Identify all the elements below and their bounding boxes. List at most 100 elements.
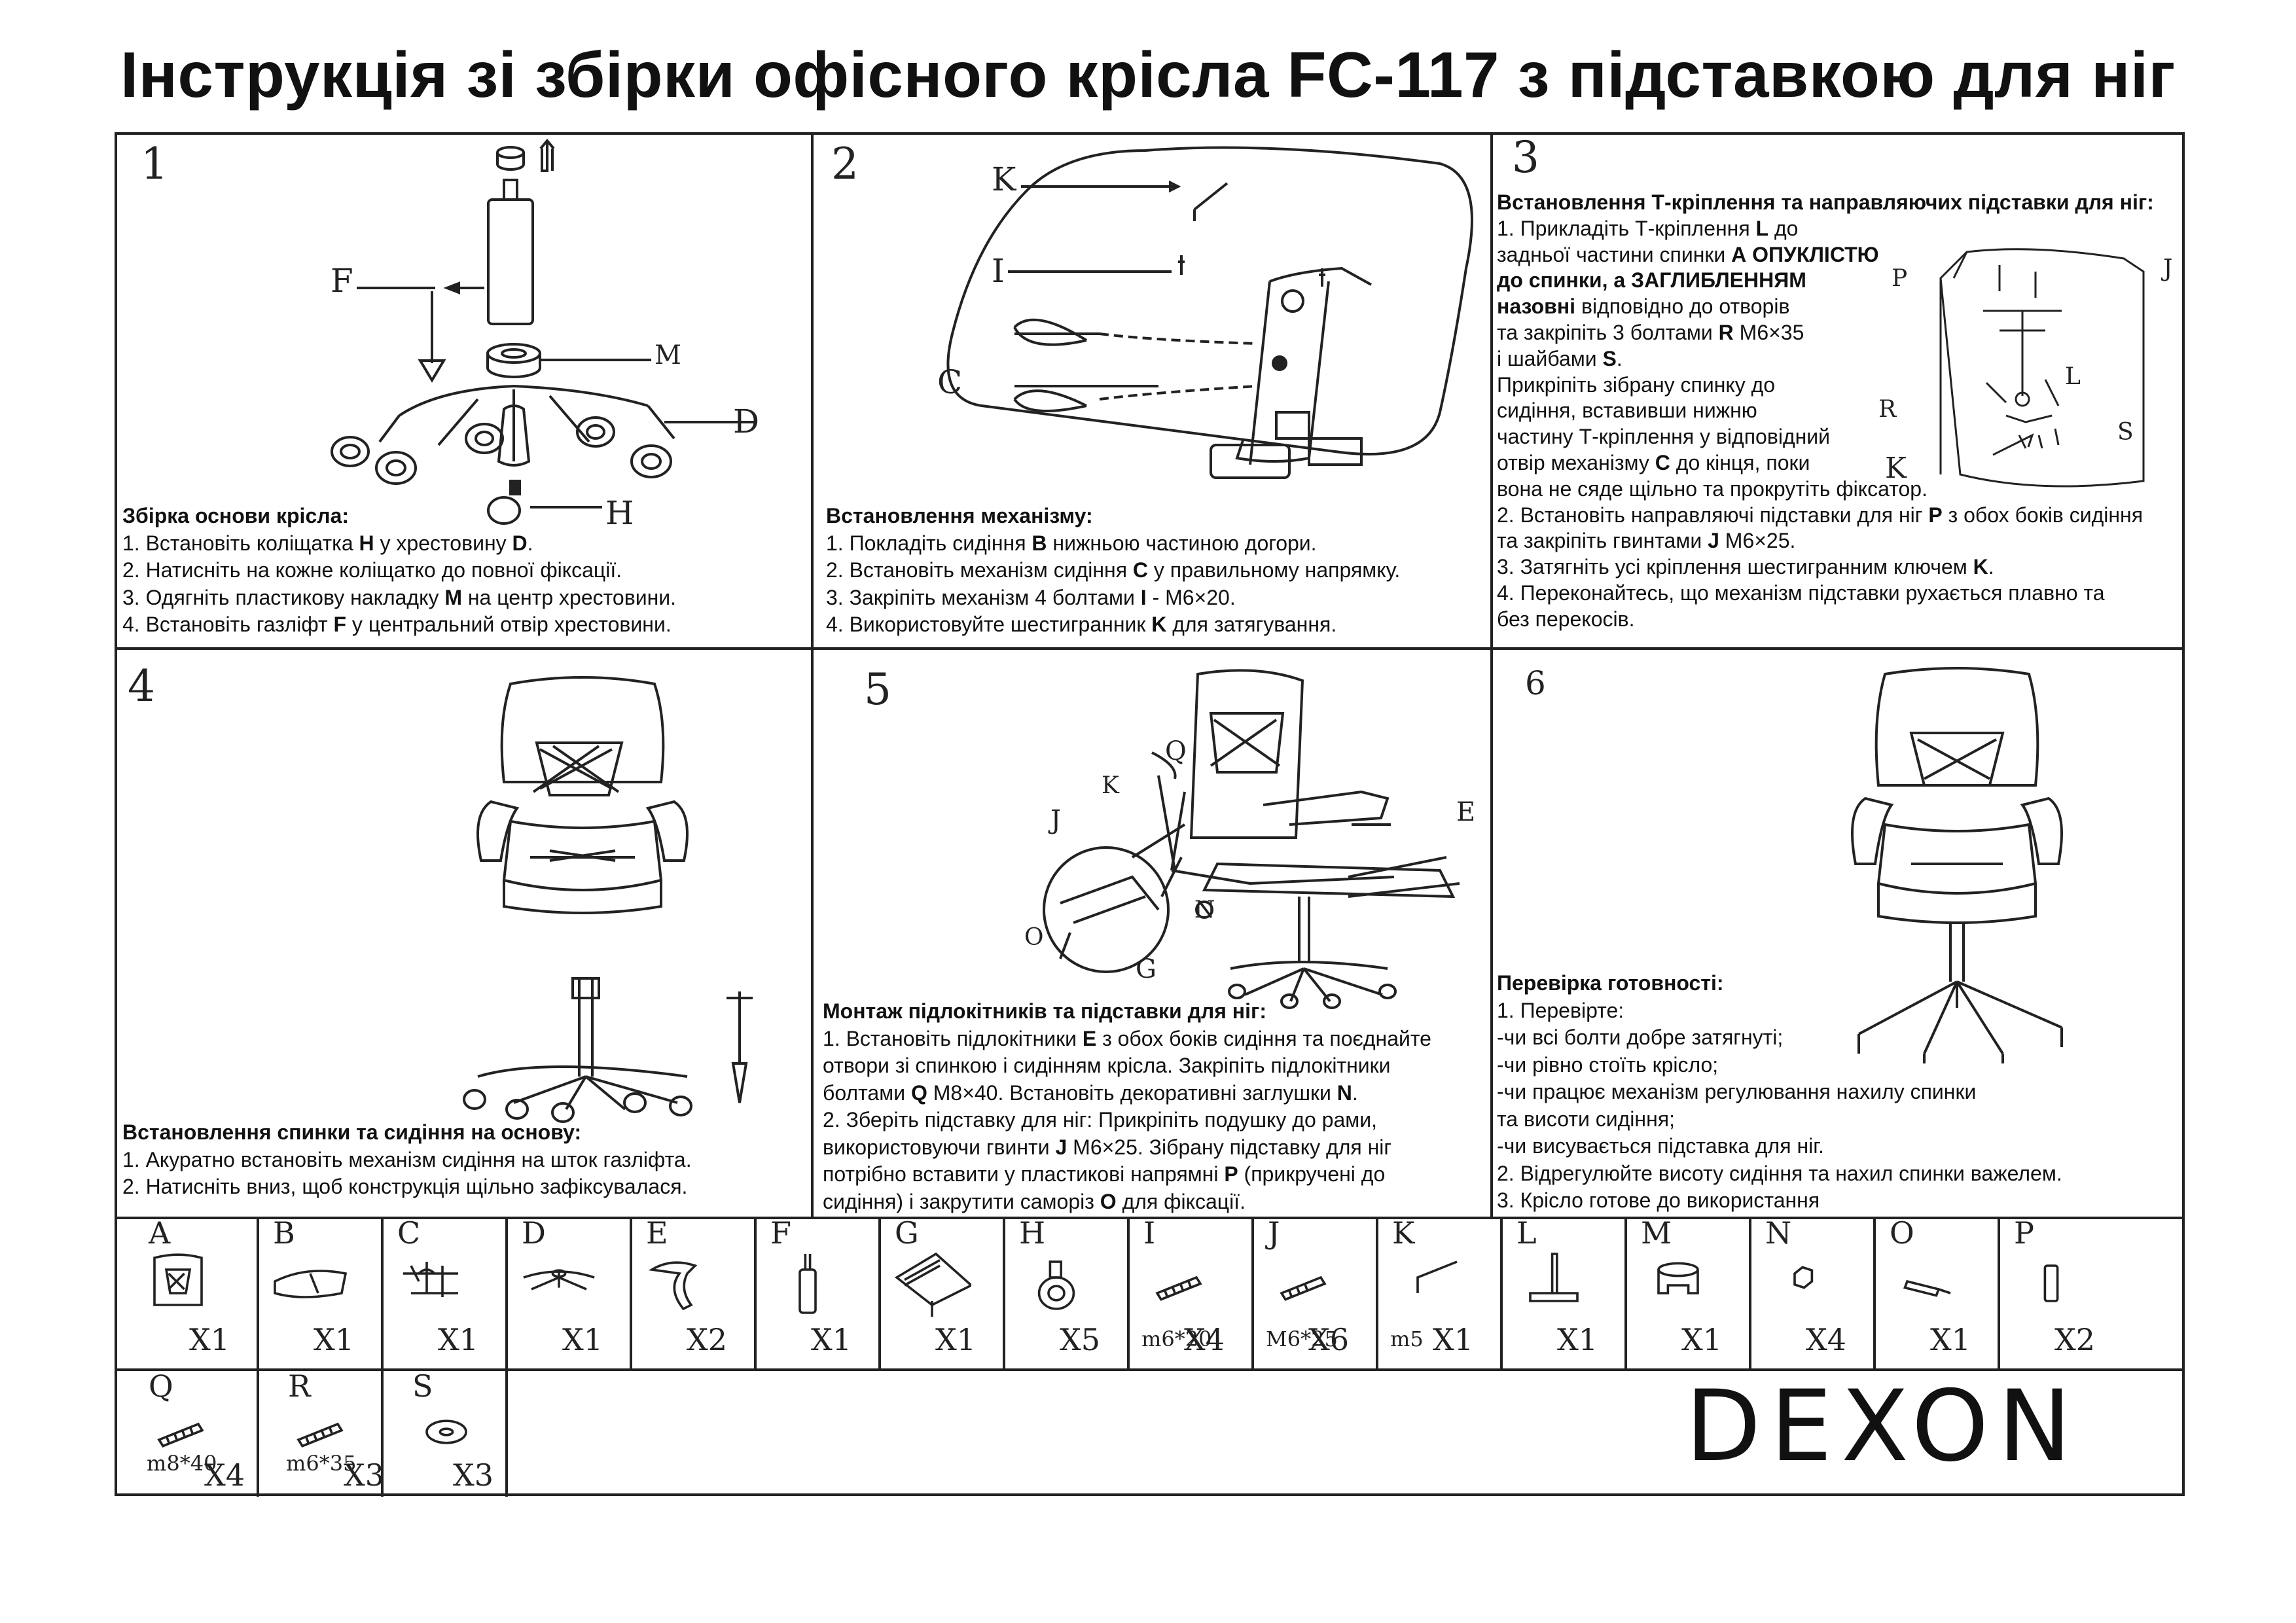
instruction-line: 2. Встановіть механізм сидіння C у прави…	[826, 558, 1401, 582]
part-letter: F	[770, 1215, 791, 1251]
instruction-line: болтами Q M8×40. Встановіть декоративні …	[823, 1080, 1358, 1105]
part-quantity: X1	[313, 1322, 354, 1357]
part-letter: E	[646, 1215, 668, 1251]
instruction-line: без перекосів.	[1497, 607, 1635, 631]
instruction-line: -чи рівно стоїть крісло;	[1497, 1052, 1719, 1077]
row-divider-3	[117, 1368, 2182, 1371]
armrest-icon	[648, 1261, 698, 1311]
finished-chair-illustration	[1820, 661, 2094, 1067]
caster-icon	[1037, 1260, 1075, 1310]
t-bracket-illustration	[1928, 239, 2150, 481]
part-letter: C	[397, 1215, 421, 1251]
mechanism-illustration	[929, 137, 1486, 504]
instruction-line: 4. Використовуйте шестигранник K для зат…	[826, 613, 1337, 636]
label-J-3: J	[2163, 255, 2173, 282]
panel-5-text: Монтаж підлокітників та підставки для ні…	[823, 998, 1431, 1215]
part-letter: D	[522, 1215, 546, 1251]
panel-3-heading: Встановлення Т-кріплення та направляючих…	[1497, 190, 2154, 214]
label-S-3: S	[2117, 419, 2134, 446]
footrest-frame-icon	[894, 1252, 971, 1317]
mechanism-icon	[403, 1262, 458, 1297]
instruction-line: -чи працює механізм регулювання нахилу с…	[1497, 1080, 1977, 1103]
panel-3-number: 3	[1512, 132, 1539, 183]
label-F: F	[331, 262, 353, 300]
hex-key-icon	[1416, 1260, 1458, 1293]
instruction-line: сидіння, вставивши нижню	[1497, 399, 1757, 423]
instruction-line: 2. Встановіть направляючі підставки для …	[1497, 503, 2144, 527]
instruction-line: та висоти сидіння;	[1497, 1107, 1675, 1131]
part-letter: O	[1890, 1215, 1914, 1251]
part-M: M X1	[1609, 1214, 1734, 1366]
part-quantity: X1	[935, 1322, 976, 1357]
instruction-line: до спинки, а ЗАГЛИБЛЕННЯМ	[1497, 268, 1806, 293]
part-letter: R	[288, 1368, 311, 1404]
chair-back-icon	[153, 1253, 203, 1306]
seat-icon	[274, 1270, 348, 1298]
panel-1-number: 1	[141, 139, 168, 189]
part-quantity: X4	[204, 1457, 245, 1493]
instruction-line: 2. Натисніть вниз, щоб конструкція щільн…	[122, 1175, 688, 1198]
instruction-line: 1. Встановіть коліщатка H у хрестовину D…	[122, 531, 533, 555]
part-letter: N	[1765, 1215, 1792, 1251]
part-F: F X1	[739, 1214, 863, 1366]
part-letter: M	[1641, 1215, 1672, 1251]
self-tapping-screw-icon	[1903, 1279, 1951, 1297]
label-H: H	[605, 494, 634, 532]
instruction-line: 1. Перевірте:	[1497, 998, 1624, 1022]
instruction-line: задньої частини спинки А ОПУКЛІСТЮ	[1497, 242, 1879, 266]
part-quantity: X1	[1929, 1322, 1971, 1357]
part-letter: Q	[149, 1368, 173, 1404]
instruction-line: 1. Встановіть підлокітники E з обох бокі…	[823, 1026, 1431, 1050]
part-quantity: X3	[343, 1457, 384, 1493]
bolt-icon	[296, 1422, 344, 1448]
instruction-line: Прикріпіть зібрану спинку до	[1497, 372, 1776, 397]
base-assembly-illustration	[288, 141, 759, 527]
washer-icon	[425, 1419, 467, 1444]
instruction-line: 3. Крісло готове до використання	[1497, 1188, 1820, 1212]
panel-6-number: 6	[1525, 664, 1546, 702]
part-letter: H	[1019, 1215, 1046, 1251]
label-L-3: L	[2065, 363, 2081, 390]
part-letter: J	[1268, 1215, 1280, 1251]
part-spec: m5	[1390, 1327, 1424, 1351]
instruction-line: сидіння) і закрутити саморіз O для фікса…	[823, 1189, 1246, 1213]
part-quantity: X1	[810, 1322, 852, 1357]
part-quantity: X2	[2054, 1322, 2095, 1357]
part-quantity: X1	[1681, 1322, 1722, 1357]
panel-6-text: Перевірка готовності: 1. Перевірте:-чи в…	[1497, 970, 2062, 1215]
screw-icon	[1280, 1275, 1327, 1301]
panel-1-text: Збірка основи крісла: 1. Встановіть колі…	[122, 503, 676, 639]
instruction-line: назовні відповідно до отворів	[1497, 294, 1790, 319]
panel-4-text: Встановлення спинки та сидіння на основу…	[122, 1119, 692, 1201]
page-title: Інструкція зі збірки офісного крісла FC-…	[120, 39, 2176, 111]
instruction-line: 3. Закріпіть механізм 4 болтами I - M6×2…	[826, 585, 1236, 609]
col-divider-2	[1490, 135, 1493, 1217]
panel-1-heading: Збірка основи крісла:	[122, 504, 350, 527]
instruction-line: і шайбами S.	[1497, 346, 1623, 370]
row-divider-2	[117, 1217, 2182, 1219]
label-K-5: K	[1102, 772, 1119, 799]
panel-6-heading: Перевірка готовності:	[1497, 971, 1724, 995]
instruction-line: 4. Встановіть газліфт F у центральний от…	[122, 613, 672, 636]
brand-logo: DEXON	[1685, 1370, 2081, 1484]
part-O: O X1	[1858, 1214, 1982, 1366]
label-J-5: J	[1050, 805, 1062, 835]
label-N-5: N	[1194, 897, 1215, 923]
label-Q-5: Q	[1165, 736, 1187, 766]
panel-5-heading: Монтаж підлокітників та підставки для ні…	[823, 999, 1266, 1023]
instruction-frame	[115, 132, 2185, 1497]
col-divider-1	[811, 135, 814, 1217]
part-letter: S	[412, 1368, 433, 1404]
part-spec: M6*25	[1266, 1327, 1338, 1351]
part-quantity: X4	[1805, 1322, 1846, 1357]
label-D: D	[733, 402, 760, 440]
armrest-footrest-illustration	[1034, 661, 1492, 1014]
cap-icon	[1793, 1266, 1814, 1289]
